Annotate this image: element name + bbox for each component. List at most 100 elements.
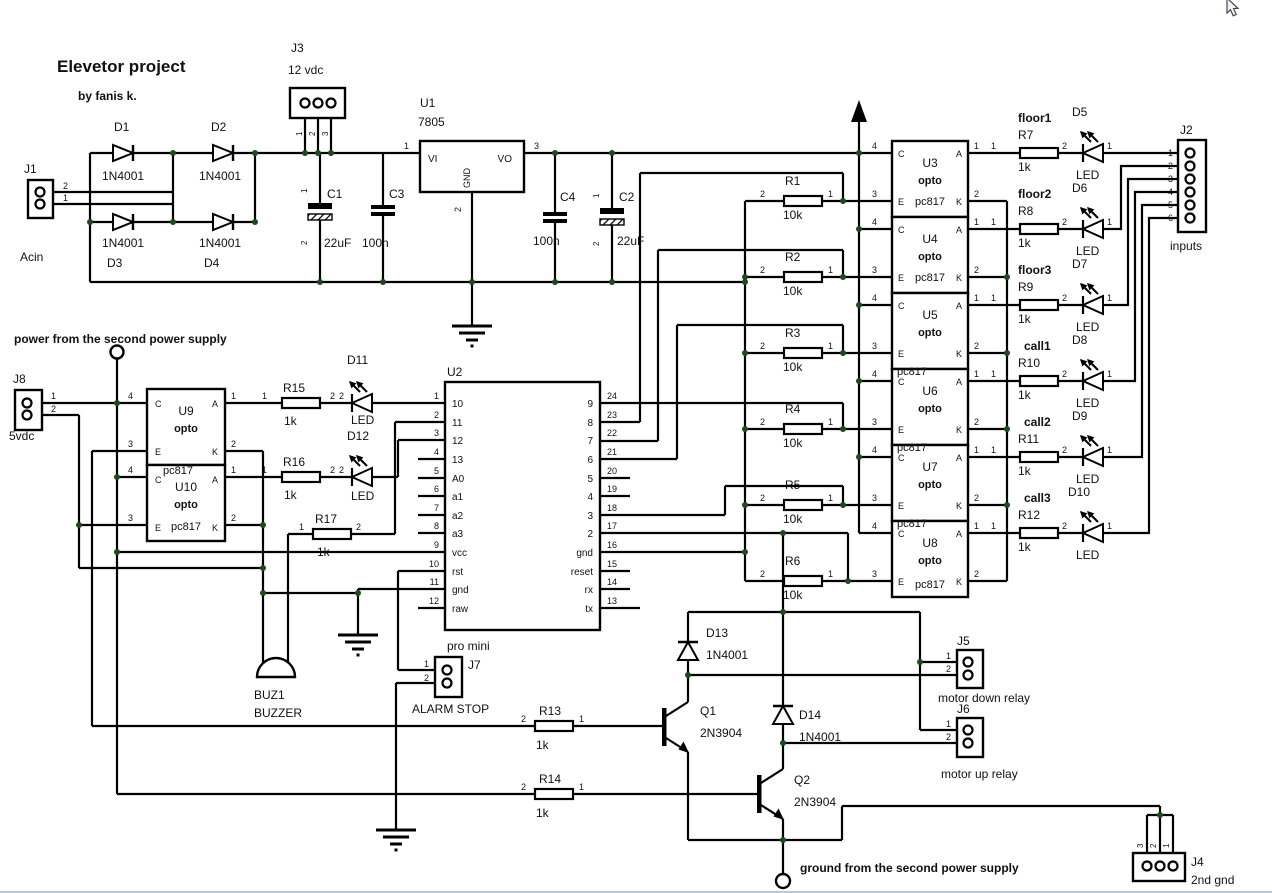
resistor-R10 — [1018, 374, 1060, 388]
pin-label: 1 — [299, 522, 304, 532]
value-D13: 1N4001 — [706, 648, 748, 662]
pin-label: rst — [452, 567, 463, 578]
annotation-ground-2nd-supply: ground from the second power supply — [800, 861, 1019, 875]
pin-label: A0 — [452, 474, 465, 485]
resistor-R16 — [280, 470, 322, 484]
pin-label: 1 — [974, 217, 979, 227]
pin-label: opto — [918, 251, 942, 263]
value-R4: 10k — [783, 436, 803, 450]
ref-C1: C1 — [327, 187, 343, 201]
pin-label: 3 — [872, 493, 877, 503]
ref-U1: U1 — [420, 96, 436, 110]
pin-label: 22 — [607, 428, 617, 438]
resistor-R7 — [1018, 146, 1060, 160]
pin-label: 1 — [231, 391, 236, 401]
wires-bottom-section — [686, 610, 1175, 874]
value-D5: LED — [1076, 168, 1100, 182]
annotation-power-2nd-supply: power from the second power supply — [14, 332, 227, 346]
pin-label: 1 — [51, 391, 56, 401]
ref-R8: R8 — [1018, 204, 1034, 218]
ground-symbol-u2 — [336, 633, 380, 657]
pin-label: 1 — [974, 445, 979, 455]
ref-D11: D11 — [347, 353, 368, 367]
resistor-R6 — [782, 574, 824, 588]
pin-label: opto — [174, 499, 198, 511]
pin-label: 1 — [300, 188, 309, 193]
pin-label: 1 — [424, 659, 429, 669]
ref-J2: J2 — [1180, 123, 1193, 137]
pin-label: 2 — [434, 410, 439, 420]
value-U1: 7805 — [418, 115, 445, 129]
resistor-R3 — [782, 346, 824, 360]
ground-symbol-bottom — [374, 828, 418, 852]
capacitor-C1 — [307, 202, 333, 221]
pin-label: 1 — [991, 141, 996, 151]
value-R8: 1k — [1018, 236, 1032, 250]
pin-label: 2 — [1149, 843, 1158, 848]
pin-label: 2 — [521, 714, 526, 724]
pin-label: raw — [452, 604, 469, 615]
pin-label: 14 — [607, 577, 617, 587]
ref-D13: D13 — [706, 626, 728, 640]
pin-label: K — [956, 501, 962, 511]
pin-label: 1 — [1162, 843, 1171, 848]
diode-D4 — [211, 212, 235, 232]
ref-D7: D7 — [1072, 257, 1088, 271]
pin-label: E — [898, 501, 904, 511]
resistor-R13 — [533, 719, 575, 733]
connector-J1 — [26, 178, 55, 220]
pin-label: 1 — [592, 193, 601, 198]
ref-U2: U2 — [447, 365, 463, 379]
ref-R16: R16 — [283, 455, 305, 469]
pin-label: 3 — [434, 428, 439, 438]
value-R5: 10k — [783, 512, 803, 526]
pin-label: 3 — [872, 341, 877, 351]
pin-label: 2 — [760, 189, 765, 199]
pin-label: 4 — [1168, 187, 1173, 197]
ref-R4: R4 — [785, 402, 801, 416]
value-R3: 10k — [783, 360, 803, 374]
resistor-R12 — [1018, 526, 1060, 540]
pin-label: 2 — [1062, 369, 1067, 379]
pin-label: 24 — [607, 391, 617, 401]
pin-label: 19 — [607, 484, 617, 494]
pin-label: 2 — [587, 529, 593, 540]
pin-label: 1 — [1107, 217, 1112, 227]
value-R12: 1k — [1018, 540, 1032, 554]
value-R6: 10k — [783, 588, 803, 602]
pin-label: 3 — [1168, 174, 1173, 184]
value-J5: motor down relay — [938, 691, 1030, 705]
value-D3: 1N4001 — [102, 236, 144, 250]
opto-U10 — [145, 463, 227, 543]
pin-label: E — [155, 523, 161, 533]
pin-label: C — [898, 301, 905, 311]
pin-label: 6 — [1168, 213, 1173, 223]
pin-label: 3 — [128, 439, 133, 449]
pin-label: 12 — [429, 596, 439, 606]
pin-label: gnd — [452, 585, 469, 596]
value-R9: 1k — [1018, 312, 1032, 326]
subtitle: by fanis k. — [78, 89, 137, 103]
pin-label: 1 — [1107, 521, 1112, 531]
resistor-R1 — [782, 194, 824, 208]
led-D5 — [1078, 129, 1105, 164]
pin-label: 2 — [1062, 217, 1067, 227]
pin-label: opto — [918, 555, 942, 567]
pin-label: reset — [571, 567, 593, 578]
pin-label: 2 — [974, 341, 979, 351]
pin-label: 1 — [579, 782, 584, 792]
pin-label: 2 — [1062, 141, 1067, 151]
pin-label: 1 — [63, 193, 68, 203]
pin-label: C — [155, 399, 162, 409]
pin-label: 3 — [872, 189, 877, 199]
pin-label: 8 — [587, 418, 593, 429]
pin-label: 2 — [330, 391, 335, 401]
ref-J3: J3 — [291, 41, 304, 55]
pin-label: A — [956, 225, 962, 235]
led-D10 — [1078, 509, 1105, 544]
ref-R14: R14 — [539, 772, 561, 786]
value-J1: Acin — [20, 250, 43, 264]
pin-label: E — [898, 273, 904, 283]
resistor-R5 — [782, 498, 824, 512]
pin-label: 2 — [356, 522, 361, 532]
